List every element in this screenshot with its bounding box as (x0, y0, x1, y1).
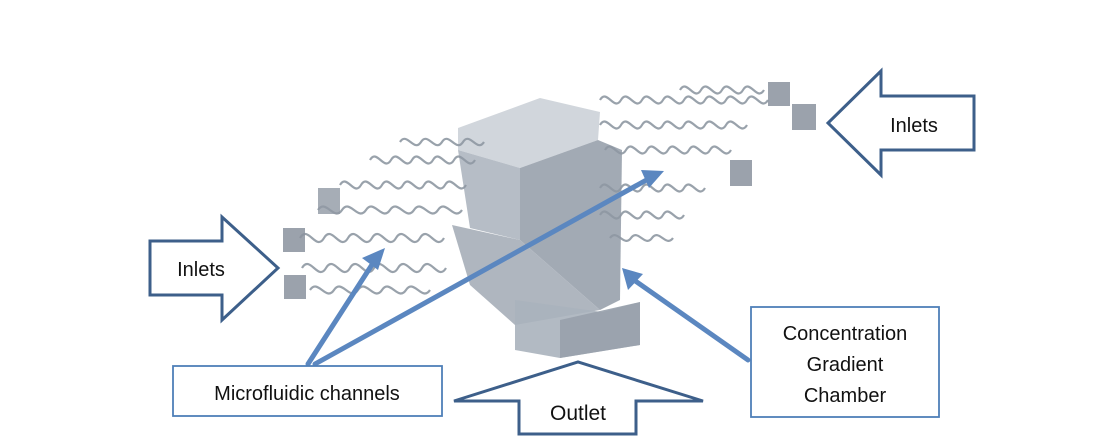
outlet-label: Outlet (550, 402, 606, 425)
chamber-left-face (458, 150, 520, 240)
left-inlet-port-2 (284, 275, 306, 299)
right-inlet-port-3 (730, 160, 752, 186)
inlet-right-label: Inlets (890, 115, 938, 137)
chamber-top (458, 98, 600, 168)
right-inlet-port-2 (792, 104, 816, 130)
chamber-label-line1: Concentration (783, 323, 908, 345)
device-illustration (283, 82, 816, 358)
pointer-chamber (631, 277, 751, 363)
microfluidic-channels-box (172, 365, 443, 417)
chamber-box (750, 306, 940, 418)
inlet-left-label: Inlets (177, 259, 225, 281)
pointer-channels-left-head (362, 248, 385, 270)
chamber-label-line2: Gradient (807, 354, 884, 376)
pointer-channels-right (312, 175, 653, 367)
pointer-channels-left (305, 257, 378, 367)
left-inlet-port-3 (318, 188, 340, 214)
pointer-channels-right-head (641, 170, 664, 188)
microfluidic-channels-label: Microfluidic channels (214, 383, 400, 405)
pointer-chamber-head (622, 268, 643, 290)
inlet-right-arrow-icon (825, 67, 976, 179)
outlet-arrow-icon (453, 360, 704, 436)
inlet-left-arrow-icon (148, 213, 281, 324)
chamber-front-lower (452, 225, 600, 325)
left-inlet-port-1 (283, 228, 305, 252)
right-channel-network (599, 85, 769, 242)
right-inlet-port-1 (768, 82, 790, 106)
left-channel-network (299, 137, 485, 295)
chamber-label-line3: Chamber (804, 385, 887, 407)
chamber-right-face (520, 140, 622, 310)
pointer-lines (305, 170, 751, 367)
outlet-block-shade (560, 302, 640, 358)
